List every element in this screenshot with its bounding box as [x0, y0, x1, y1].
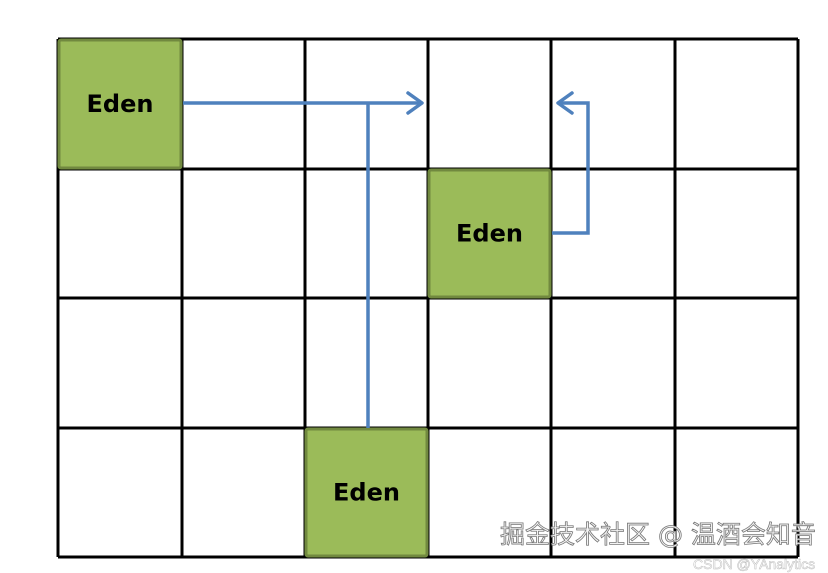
- eden-cell-box: [304, 427, 429, 558]
- arrowhead-2: [556, 91, 574, 115]
- eden-cell: Eden: [427, 168, 552, 299]
- watermark: 掘金技术社区 @ 温酒会知音: [500, 520, 816, 549]
- eden-cell: Eden: [57, 38, 183, 170]
- eden-cell-box: [427, 168, 552, 299]
- arrow-eden2-loop: [552, 101, 590, 235]
- arrowhead-1: [406, 91, 424, 115]
- eden-label: Eden: [333, 479, 400, 507]
- eden-cell: Eden: [304, 427, 429, 558]
- eden-label: Eden: [87, 90, 154, 118]
- arrows: [183, 91, 590, 428]
- eden-cell-box: [57, 38, 183, 170]
- watermark-secondary: CSDN @YAnalytics: [693, 556, 815, 572]
- eden-label: Eden: [456, 220, 523, 248]
